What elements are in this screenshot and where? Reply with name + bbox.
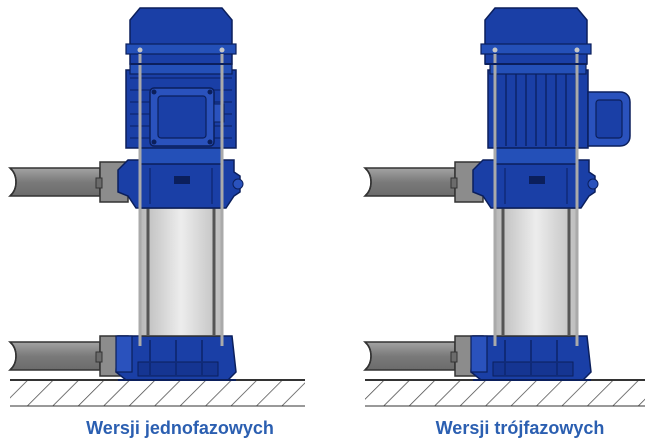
three-phase-pump — [363, 7, 645, 407]
outline-right — [473, 63, 591, 381]
hydraulic-chamber-left — [139, 207, 223, 337]
single-phase-caption: Wersji jednofazowych — [86, 418, 274, 438]
motor-fan-cover-right — [480, 7, 592, 65]
motor-right — [487, 63, 589, 149]
three-phase-caption: Wersji trójfazowych — [435, 418, 605, 438]
motor-fan-cover-left — [125, 7, 237, 65]
side-terminal-box-icon — [587, 91, 631, 147]
pump-base-right — [470, 335, 592, 381]
upper-pipe-left — [8, 161, 129, 203]
pump-base-left — [115, 335, 237, 381]
tie-rods-left — [138, 54, 224, 346]
upper-pipe-right — [363, 161, 484, 203]
lower-pipe-left — [8, 335, 129, 377]
pump-head-left — [117, 145, 244, 209]
square-terminal-box-icon — [149, 87, 225, 147]
pump-head-right — [472, 145, 599, 209]
ground-right — [365, 379, 645, 407]
hydraulic-chamber-right — [494, 207, 578, 337]
single-phase-pump — [8, 7, 305, 407]
tie-rods-right — [493, 54, 579, 346]
lower-pipe-right — [363, 335, 484, 377]
ground-left — [10, 379, 305, 407]
outline-left — [118, 63, 236, 381]
